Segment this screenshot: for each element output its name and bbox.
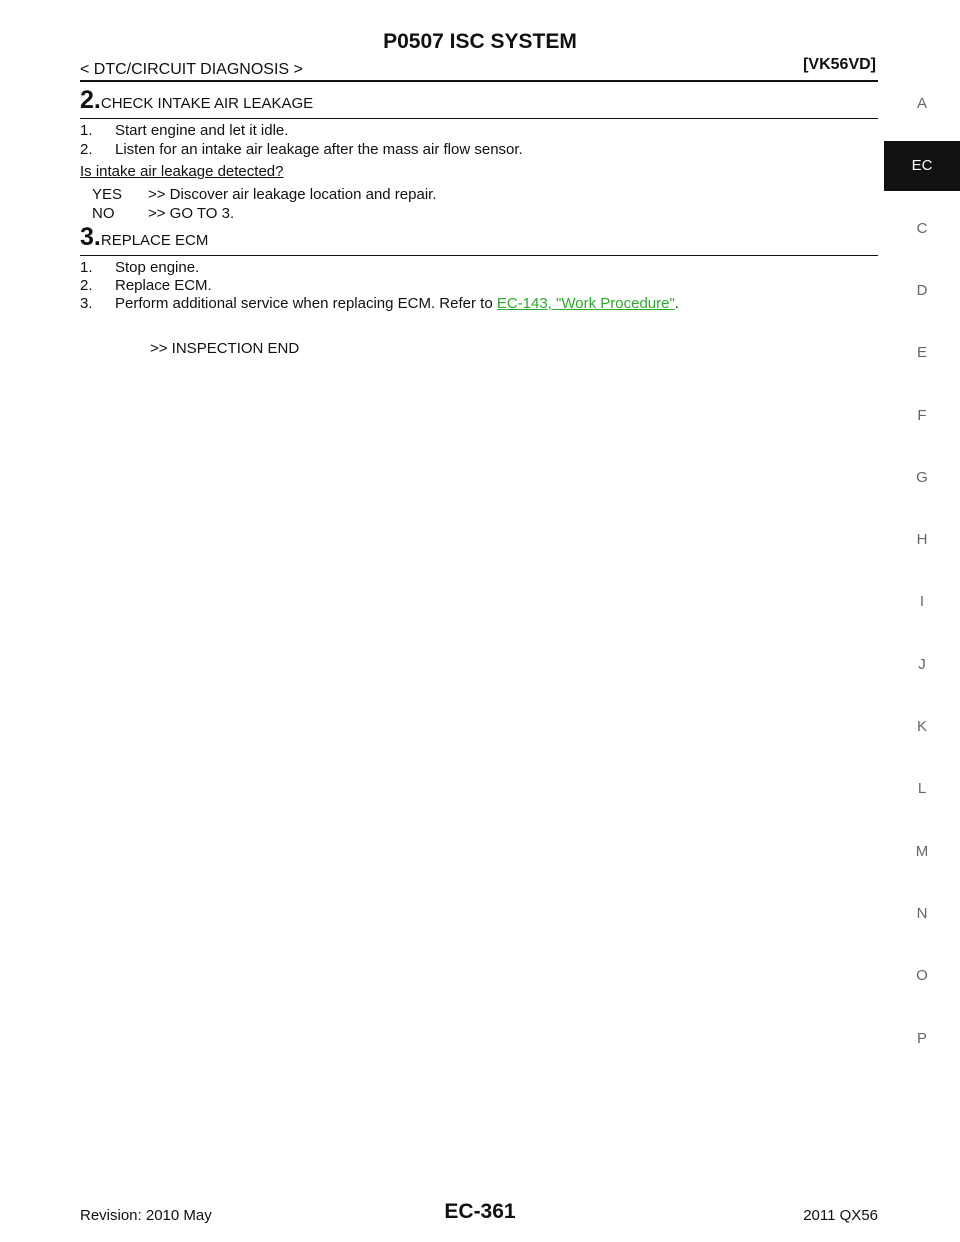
list-item: 2. Listen for an intake air leakage after… — [80, 141, 523, 158]
tab-m[interactable]: M — [915, 842, 929, 860]
answer-text: >> Discover air leakage location and rep… — [148, 186, 437, 203]
page-number: EC-361 — [444, 1200, 516, 1223]
list-item-text: Replace ECM. — [115, 277, 212, 294]
step-2-title: CHECK INTAKE AIR LEAKAGE — [100, 95, 314, 112]
tab-i[interactable]: I — [919, 593, 925, 611]
tab-c[interactable]: C — [916, 219, 928, 237]
tab-ec[interactable]: EC — [884, 141, 960, 192]
list-item: 1. Start engine and let it idle. — [80, 122, 288, 139]
list-item: 1. Stop engine. — [80, 259, 199, 276]
tab-a[interactable]: A — [916, 95, 927, 112]
step-2-question: Is intake air leakage detected? — [80, 163, 284, 180]
list-item-number: 1. — [80, 259, 93, 276]
tab-j[interactable]: J — [918, 655, 926, 673]
list-item: 3. Perform additional service when replac… — [80, 295, 679, 312]
answer-key: NO — [92, 205, 115, 222]
tab-p[interactable]: P — [916, 1029, 927, 1047]
inspection-end: >> INSPECTION END — [150, 340, 300, 357]
work-procedure-link[interactable]: EC-143, "Work Procedure" — [496, 295, 675, 312]
list-item-text: Start engine and let it idle. — [115, 122, 289, 139]
answer-key: YES — [92, 186, 123, 203]
step-3-heading: 3.REPLACE ECM — [80, 223, 208, 252]
step-2-number: 2. — [80, 86, 101, 114]
list-item-text: Listen for an intake air leakage after t… — [115, 141, 523, 158]
tab-k[interactable]: K — [916, 718, 927, 735]
tab-h[interactable]: H — [916, 531, 928, 549]
list-item-number: 2. — [80, 141, 93, 158]
page-title: P0507 ISC SYSTEM — [383, 30, 577, 53]
list-item: 2. Replace ECM. — [80, 277, 212, 294]
list-item-number: 3. — [80, 295, 93, 312]
tab-e[interactable]: E — [916, 344, 927, 362]
section-tab-strip: A EC C D E F G H I J K L M N O P — [884, 0, 960, 1242]
list-item-text: Perform additional service when replacin… — [115, 295, 497, 312]
tab-o[interactable]: O — [916, 967, 928, 985]
step-3-divider — [80, 255, 878, 256]
tab-n[interactable]: N — [916, 904, 928, 922]
model-code: [VK56VD] — [803, 56, 876, 73]
list-item-number: 1. — [80, 122, 93, 139]
step-2-heading: 2.CHECK INTAKE AIR LEAKAGE — [80, 86, 313, 115]
tab-l[interactable]: L — [917, 780, 927, 798]
footer-model: 2011 QX56 — [803, 1207, 878, 1224]
footer-revision: Revision: 2010 May — [80, 1207, 212, 1224]
answer-no: NO >> GO TO 3. — [92, 205, 234, 222]
breadcrumb: < DTC/CIRCUIT DIAGNOSIS > — [80, 61, 303, 78]
answer-text: >> GO TO 3. — [148, 205, 235, 222]
tab-f[interactable]: F — [917, 406, 927, 424]
tab-g[interactable]: G — [916, 468, 928, 486]
step-3-title: REPLACE ECM — [100, 232, 209, 249]
list-item-punctuation: . — [674, 295, 679, 312]
list-item-text: Stop engine. — [115, 259, 200, 276]
list-item-number: 2. — [80, 277, 93, 294]
header-divider — [80, 80, 878, 82]
step-2-divider — [80, 118, 878, 119]
answer-yes: YES >> Discover air leakage location and … — [92, 186, 437, 203]
tab-d[interactable]: D — [916, 281, 928, 299]
step-3-number: 3. — [80, 223, 101, 251]
